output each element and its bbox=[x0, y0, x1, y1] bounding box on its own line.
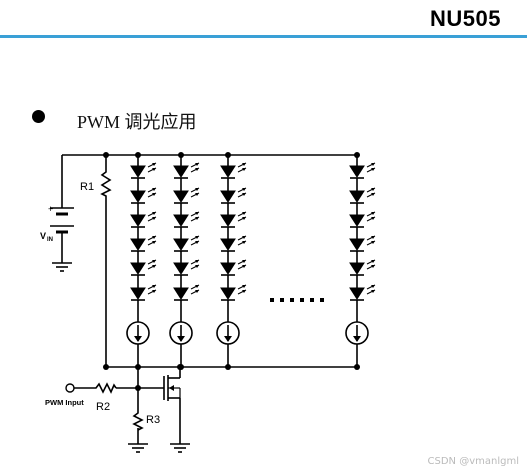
led-icon bbox=[220, 284, 247, 301]
led-icon bbox=[349, 162, 376, 179]
led-string bbox=[126, 152, 157, 370]
led-icon bbox=[349, 259, 376, 276]
label-vin-sub: IN bbox=[47, 237, 53, 243]
led-icon bbox=[130, 284, 157, 301]
led-icon bbox=[220, 162, 247, 179]
battery-icon bbox=[50, 207, 74, 234]
label-r2: R2 bbox=[96, 401, 110, 413]
junction-dot bbox=[354, 152, 360, 158]
header-rule bbox=[0, 35, 527, 38]
junction-dot bbox=[103, 364, 109, 370]
junction-dot bbox=[103, 152, 109, 158]
junction-dot bbox=[225, 152, 231, 158]
bullet-icon bbox=[32, 110, 45, 123]
page-title: NU505 bbox=[430, 6, 501, 31]
led-icon bbox=[349, 211, 376, 228]
label-plus: + bbox=[48, 204, 53, 214]
junction-dot bbox=[177, 364, 183, 370]
led-string bbox=[216, 152, 247, 370]
pwm-input-terminal-icon bbox=[65, 383, 75, 393]
led-icon bbox=[220, 259, 247, 276]
resistor-r1-icon bbox=[100, 170, 112, 198]
ground-icon bbox=[52, 262, 72, 272]
led-string bbox=[345, 152, 376, 370]
section-heading: PWM 调光应用 bbox=[77, 112, 197, 132]
resistor-r3-icon bbox=[132, 411, 144, 431]
led-icon bbox=[220, 187, 247, 204]
label-pwm-input: PWM Input bbox=[45, 398, 84, 407]
ground-icon bbox=[170, 443, 190, 453]
led-icon bbox=[130, 187, 157, 204]
led-icon bbox=[173, 211, 200, 228]
led-string bbox=[169, 152, 200, 370]
led-icon bbox=[173, 235, 200, 252]
led-icon bbox=[173, 259, 200, 276]
label-r1: R1 bbox=[80, 181, 94, 193]
current-source-icon bbox=[345, 321, 369, 345]
junction-dot bbox=[354, 364, 360, 370]
led-icon bbox=[349, 235, 376, 252]
led-icon bbox=[130, 259, 157, 276]
watermark: CSDN @vmanlgml bbox=[427, 456, 519, 467]
led-icon bbox=[130, 211, 157, 228]
ground-icon bbox=[128, 443, 148, 453]
led-icon bbox=[130, 235, 157, 252]
mosfet-icon bbox=[168, 377, 181, 399]
led-icon bbox=[220, 211, 247, 228]
led-icon bbox=[173, 162, 200, 179]
led-icon bbox=[173, 284, 200, 301]
led-icon bbox=[173, 187, 200, 204]
label-r3: R3 bbox=[146, 414, 160, 426]
led-icon bbox=[130, 162, 157, 179]
junction-dot bbox=[225, 364, 231, 370]
label-vin: V bbox=[40, 231, 46, 241]
junction-dot bbox=[135, 152, 141, 158]
junction-dot bbox=[178, 152, 184, 158]
ellipsis-dots bbox=[270, 298, 324, 302]
resistor-r2-icon bbox=[94, 382, 117, 394]
junction-dot bbox=[135, 364, 141, 370]
current-source-icon bbox=[126, 321, 150, 345]
junction-dot bbox=[135, 385, 141, 391]
current-source-icon bbox=[216, 321, 240, 345]
led-icon bbox=[220, 235, 247, 252]
led-icon bbox=[349, 284, 376, 301]
current-source-icon bbox=[169, 321, 193, 345]
led-icon bbox=[349, 187, 376, 204]
